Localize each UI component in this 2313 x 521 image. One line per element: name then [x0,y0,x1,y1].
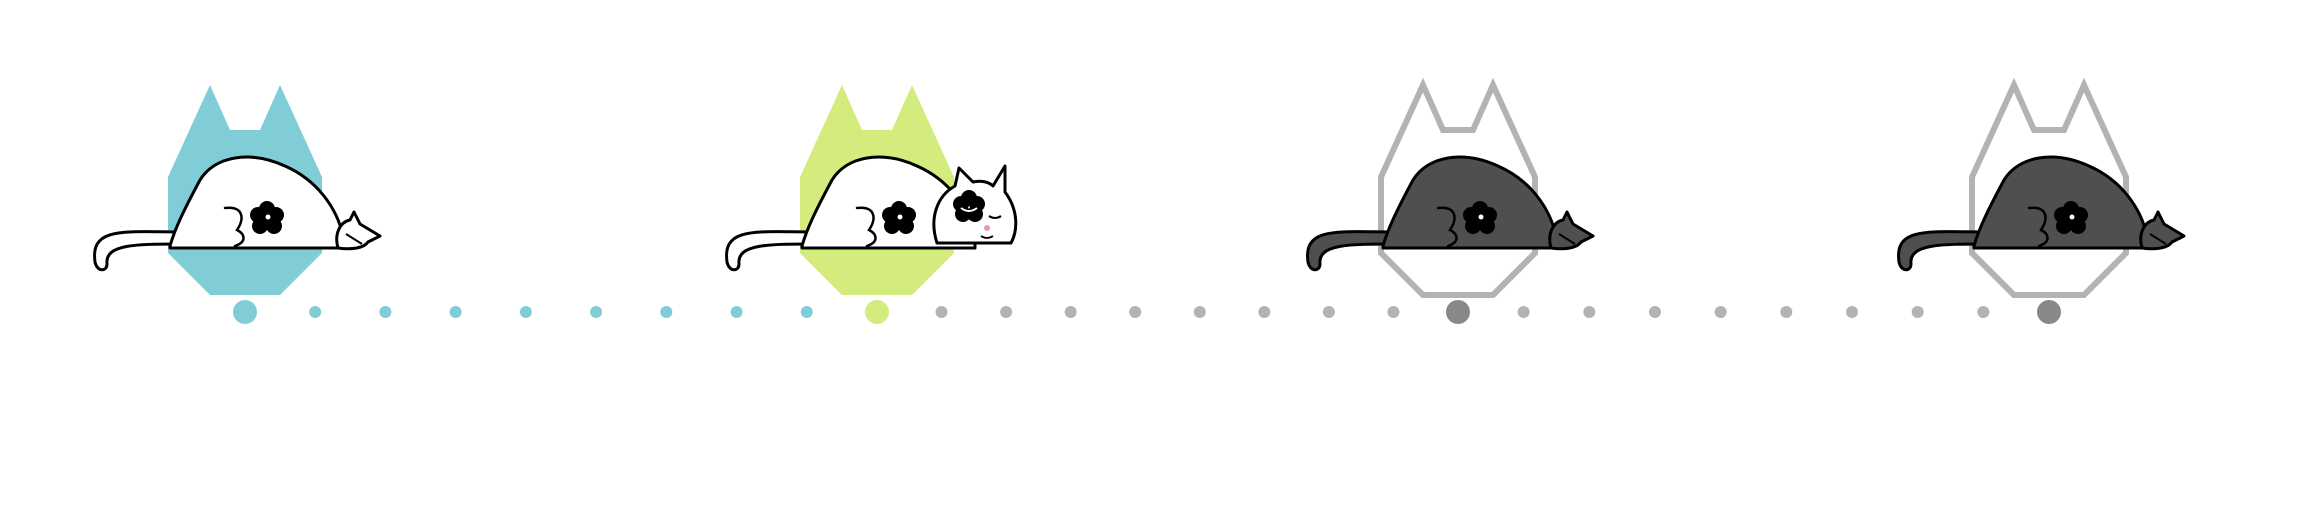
cat-tail-icon [93,230,187,272]
step-node[interactable] [1446,300,1470,324]
cat-head-icon [335,210,382,251]
step-3[interactable] [1306,77,1595,324]
connector-dot [1387,306,1400,318]
cat-ear-hexagon-icon [1969,77,2129,298]
cat-closed-eye-icon [960,207,978,212]
connector-dot [1322,306,1335,318]
connector-dot [730,306,743,318]
connector-dot [1000,306,1013,318]
cat-body-icon [168,155,345,250]
connector-dot [1193,306,1206,318]
connector-dot [1258,306,1271,318]
step-1[interactable] [93,85,382,324]
connector-dot [1977,306,1990,318]
cat-nose-icon [984,225,990,231]
connector-dot [1649,306,1661,318]
cat-closed-eye-icon [1558,233,1576,245]
connector-dot [309,306,322,318]
connector-dot [1714,306,1727,318]
cat-body-icon [1381,155,1558,250]
connector-dot [1911,306,1924,318]
connector-dot [1517,306,1530,318]
step-4[interactable] [1897,77,2186,324]
cat-closed-eye-icon [988,215,1002,219]
connector-dot [1780,306,1793,318]
connector-dot [660,306,673,318]
cat-patch-highlight [2069,214,2075,220]
cat-body-icon [1972,155,2149,250]
cat-head-icon [2139,210,2186,251]
cat-ear-hexagon-icon [1378,77,1538,298]
cat-leg-icon [223,206,245,248]
step-node[interactable] [233,300,257,324]
cat-leg-icon [2027,206,2049,248]
step-2[interactable] [725,85,1018,324]
connector-dot [1064,306,1077,318]
cat-tail-icon [725,230,819,272]
cat-closed-eye-icon [345,233,363,245]
connector-dot [379,306,392,318]
cat-tail-icon [1306,230,1400,272]
connector-dot [519,306,532,318]
cat-eye-patch-icon [953,196,969,212]
cat-patch-highlight [1478,214,1484,220]
connector-dot [1583,306,1596,318]
connector-dot [449,306,462,318]
cat-head-icon [1548,210,1595,251]
cat-closed-eye-icon [2149,233,2167,245]
cat-mouth-icon [980,235,994,239]
cat-patch-highlight [897,214,903,220]
connector-dot [590,306,603,318]
cat-patch-highlight [265,214,271,220]
cat-leg-icon [855,206,877,248]
connector-dot [800,306,813,318]
cat-leg-icon [1436,206,1458,248]
connector-dot [1846,306,1858,318]
step-node[interactable] [2037,300,2061,324]
connector-dot [935,306,948,318]
cat-tail-icon [1897,230,1991,272]
connector-dot [1129,306,1142,318]
step-node[interactable] [865,300,889,324]
